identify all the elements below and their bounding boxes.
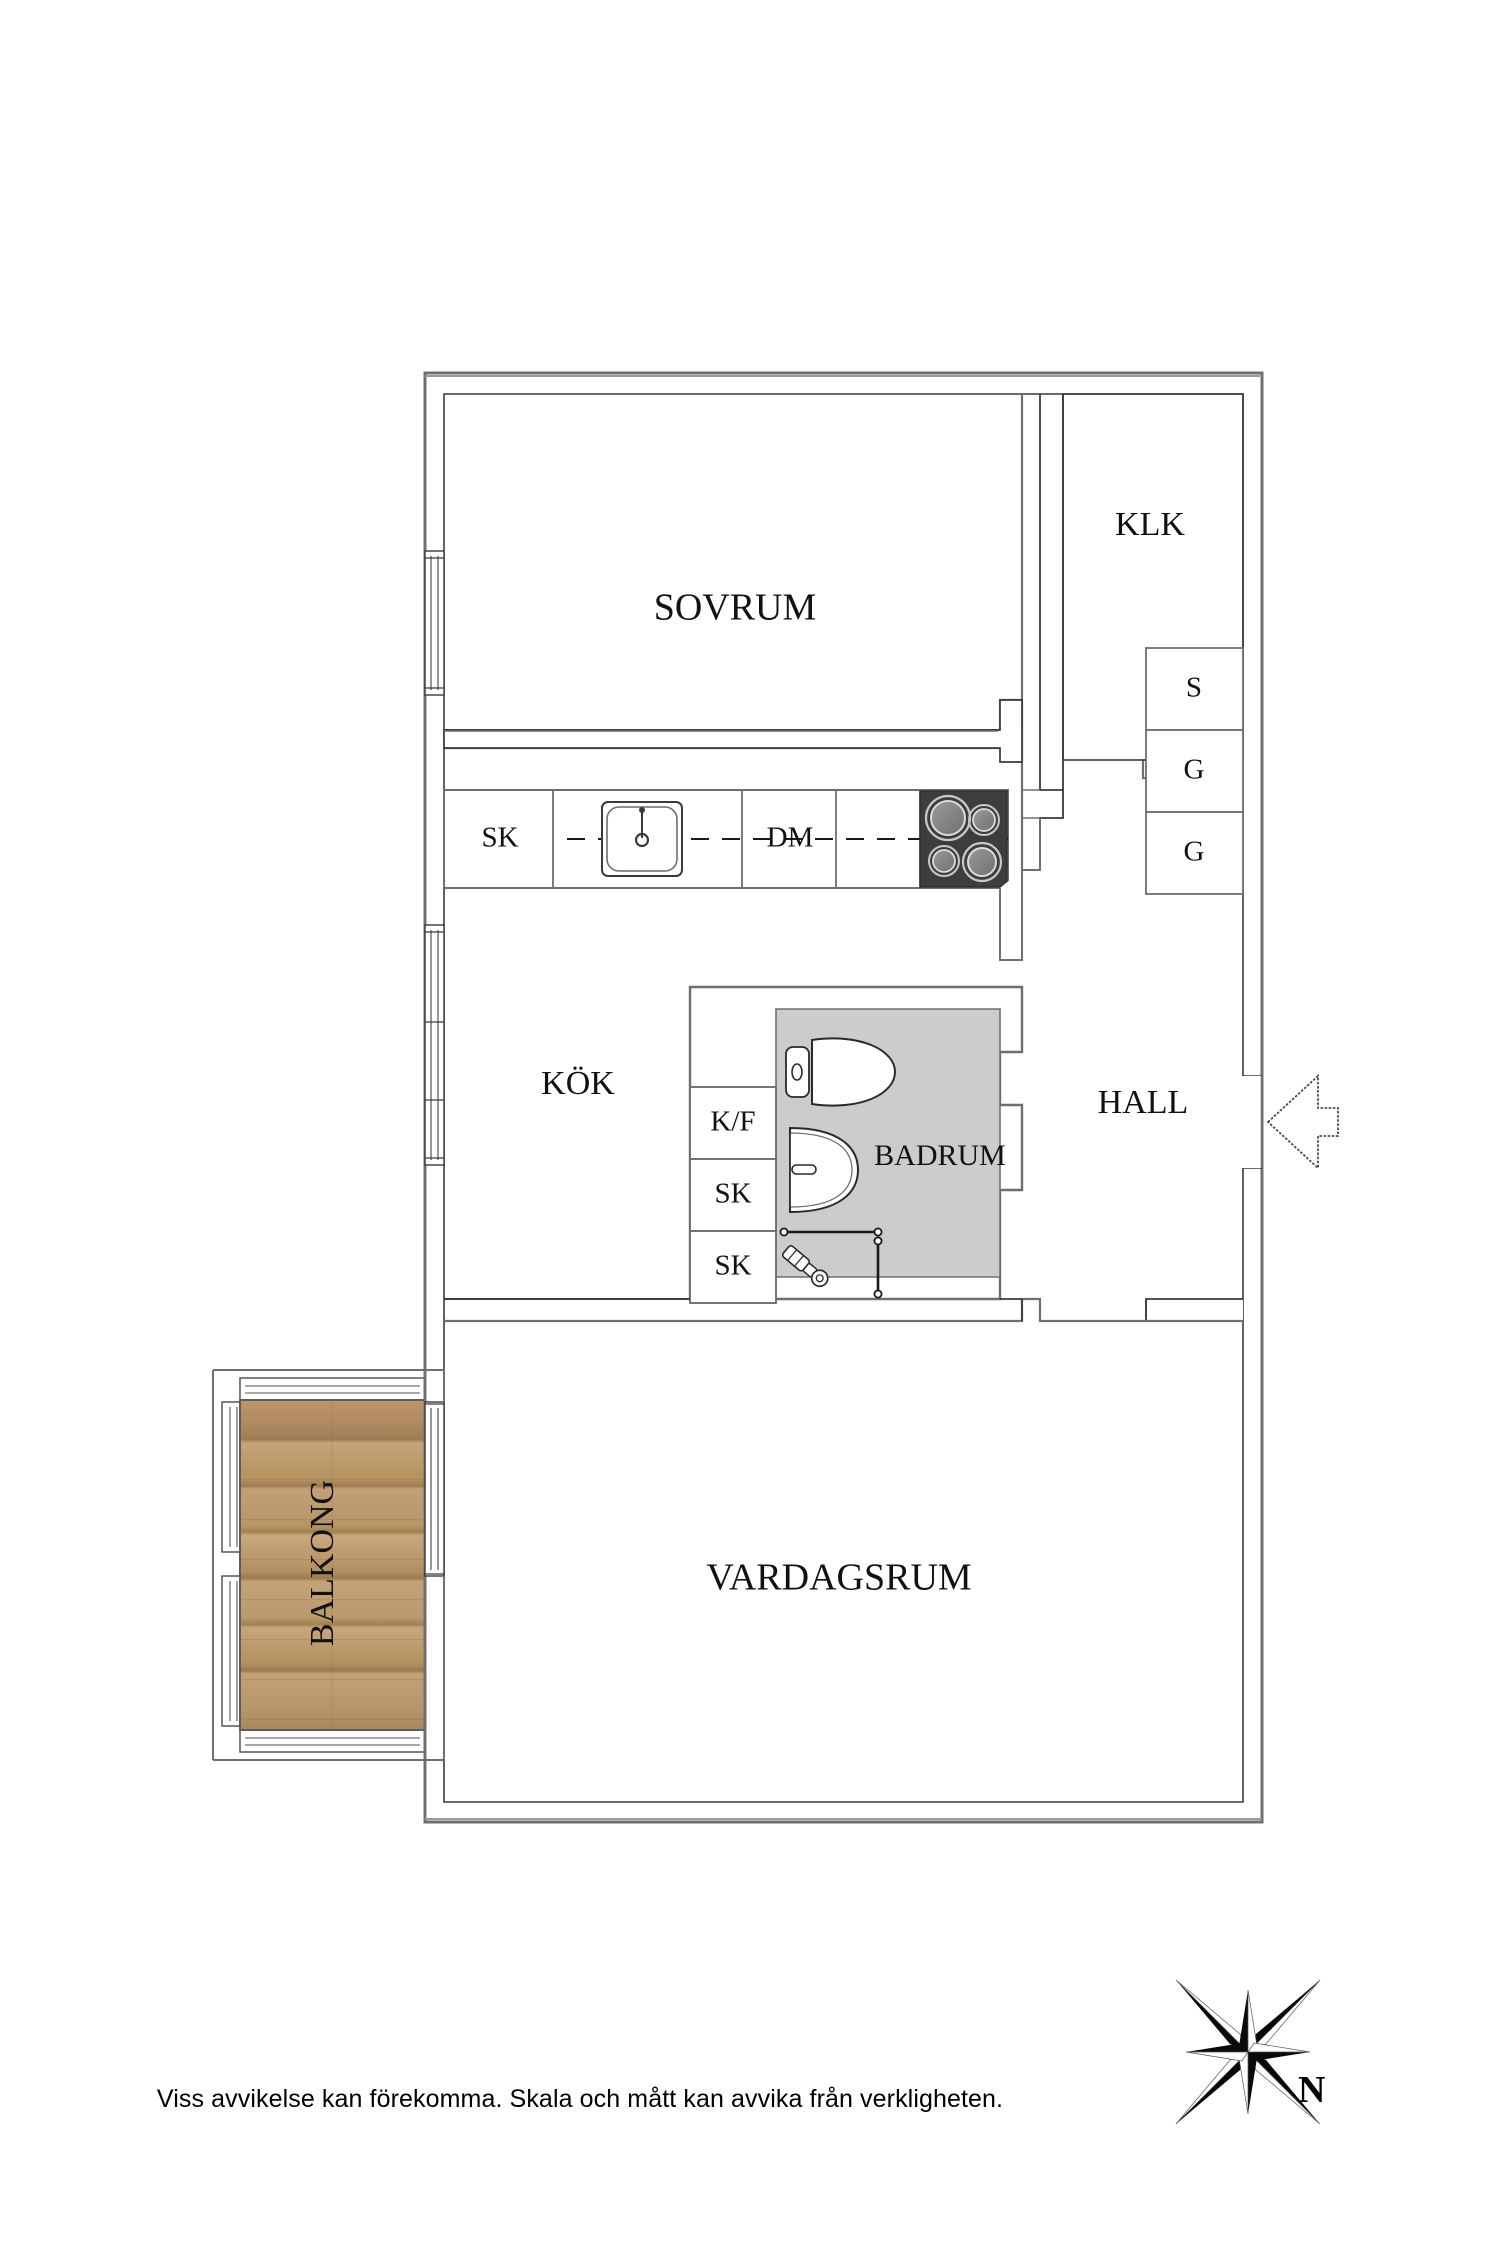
storage-unit-g2[interactable]	[1145, 811, 1244, 895]
balcony-rail-south	[239, 1729, 426, 1753]
kitchen-counter-group	[443, 789, 1009, 889]
cabinet-kf[interactable]	[689, 1086, 777, 1160]
cabinet-label-kf: K/F	[710, 1106, 755, 1138]
storage-labels: S G G	[1184, 672, 1205, 868]
window-kok	[424, 924, 445, 1166]
hall-south-wall	[1145, 1298, 1243, 1322]
room-label-vardagsrum: VARDAGSRUM	[706, 1557, 971, 1599]
exterior-wall-inner-face	[443, 393, 1244, 1803]
cabinet-label-sk-upper: SK	[714, 1178, 751, 1210]
balcony-rail-north	[239, 1377, 426, 1401]
shower-rail-icon	[779, 1227, 883, 1299]
sovrum-east-wall	[1039, 394, 1064, 870]
entry-door-arrow-icon[interactable]	[1242, 1073, 1339, 1171]
washbasin-icon	[789, 1126, 860, 1214]
room-label-sovrum: SOVRUM	[654, 587, 817, 629]
balcony-rail-west	[221, 1401, 245, 1727]
compass-north-label: N	[1298, 2069, 1326, 2111]
room-label-hall: HALL	[1098, 1084, 1189, 1121]
balcony-group	[212, 1369, 430, 1761]
counter-label-dm: DM	[767, 822, 814, 854]
vardagsrum-north-wall-line	[444, 1297, 1243, 1323]
cabinet-sk-lower[interactable]	[689, 1230, 777, 1304]
storage-label-g1: G	[1184, 754, 1205, 786]
storage-label-g2: G	[1184, 836, 1205, 868]
cabinet-column-group	[689, 1086, 777, 1304]
cabinet-label-sk-lower: SK	[714, 1250, 751, 1282]
stove-icon	[919, 790, 1008, 888]
balcony-door[interactable]	[424, 1401, 445, 1577]
compass-rose-icon	[1175, 1979, 1321, 2125]
disclaimer-note: Viss avvikelse kan förekomma. Skala och …	[156, 2085, 1004, 2113]
room-label-klk: KLK	[1115, 506, 1185, 543]
vardagsrum-north-wall	[444, 1297, 1243, 1323]
vardagsrum-west-wall-jogs	[425, 1369, 445, 1761]
shower-head-icon	[781, 1245, 829, 1288]
storage-label-s: S	[1186, 672, 1202, 704]
room-labels: SOVRUM KLK KÖK BADRUM HALL VARDAGSRUM BA…	[304, 506, 1189, 1646]
window-sovrum	[424, 550, 445, 696]
sovrum-south-wall-block	[443, 699, 1023, 763]
toilet-icon	[785, 1037, 897, 1107]
kitchen-sink-icon	[601, 801, 683, 877]
storage-units-group	[1145, 647, 1244, 895]
room-label-badrum: BADRUM	[874, 1139, 1006, 1172]
cabinet-sk-upper[interactable]	[689, 1158, 777, 1232]
hall-vardagsrum-wall	[1145, 1298, 1243, 1322]
storage-unit-g1[interactable]	[1145, 729, 1244, 813]
room-label-balkong: BALKONG	[304, 1480, 341, 1646]
cabinet-labels: K/F SK SK	[710, 1106, 755, 1282]
counter-label-sk: SK	[481, 822, 518, 854]
sovrum-south-wall	[444, 700, 1023, 731]
kitchen-unit-labels: SK DM	[481, 822, 813, 854]
balcony-deck-planks	[240, 1400, 425, 1730]
room-label-kok: KÖK	[541, 1065, 615, 1102]
